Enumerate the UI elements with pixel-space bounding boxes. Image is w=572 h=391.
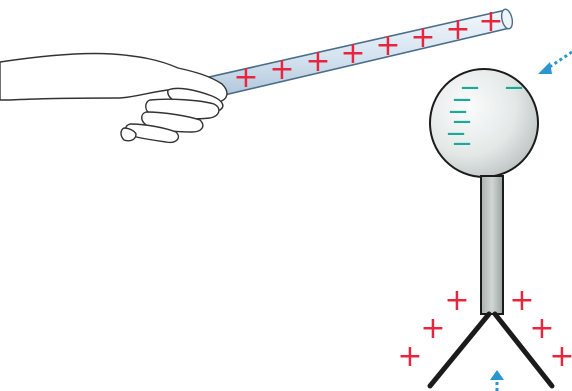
sphere-minus-charge: − <box>451 107 473 137</box>
rod-plus-charge: + <box>410 20 435 55</box>
dotted-arrow-head-top <box>538 62 552 74</box>
sphere-charges: −−−−−−− <box>445 73 525 159</box>
sphere-minus-charge: − <box>451 85 473 115</box>
rod-charges: ++++++++ <box>233 4 503 95</box>
left-leaf-charges: +++ <box>397 283 469 374</box>
rod-plus-charge: + <box>340 36 365 71</box>
left-leaf-plus-charge: + <box>444 283 469 318</box>
right-leaf-charges: +++ <box>509 283 572 374</box>
rod-plus-charge: + <box>445 12 470 47</box>
dotted-arrow-icon <box>547 50 572 70</box>
rod-plus-charge: + <box>375 28 400 63</box>
left-leaf-plus-charge: + <box>397 339 422 374</box>
sphere-minus-charge: − <box>445 119 467 149</box>
left-leaf <box>427 311 492 389</box>
electroscope-stem <box>480 175 504 315</box>
sphere-minus-charge: − <box>451 129 473 159</box>
hand-icon <box>0 52 228 144</box>
right-leaf-plus-charge: + <box>529 311 554 346</box>
right-leaf-plus-charge: + <box>549 339 572 374</box>
rod-plus-charge: + <box>269 52 294 87</box>
rod-plus-charge: + <box>478 4 503 39</box>
sphere-minus-charge: − <box>459 73 481 103</box>
left-leaf-plus-charge: + <box>420 311 445 346</box>
sphere-minus-charge: − <box>503 73 525 103</box>
dotted-arrow-head-bottom <box>490 370 504 380</box>
right-leaf <box>492 311 555 389</box>
right-leaf-plus-charge: + <box>509 283 534 318</box>
electroscope-leaves <box>427 311 555 389</box>
rod-plus-charge: + <box>305 44 330 79</box>
rod-plus-charge: + <box>233 60 258 95</box>
sphere-minus-charge: − <box>447 97 469 127</box>
